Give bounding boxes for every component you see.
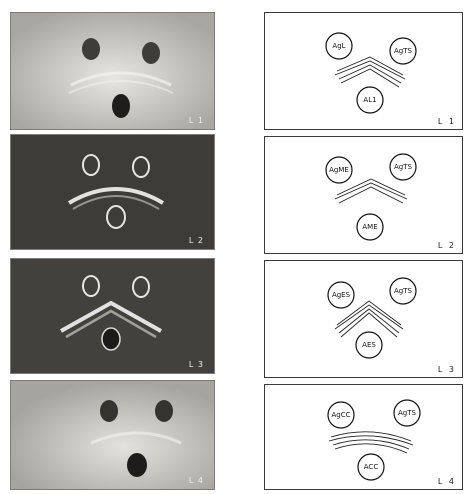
photo-image-4 [11,381,215,490]
well-label-top-left: AgME [324,166,354,175]
photo-label: L 1 [189,116,204,125]
photo-panel-2: L 2 [10,134,215,250]
photo-label: L 2 [189,236,204,245]
diagram-drawing-4 [265,385,463,490]
well-label-bottom: AME [355,223,385,232]
photo-panel-1: L 1 [10,12,215,130]
well-label-bottom: AL1 [355,96,385,105]
well-label-top-left: AgL [324,42,354,51]
well-bottom [112,94,130,118]
well-label-top-right: AgTS [388,47,418,56]
diagram-label: L 4 [438,477,456,486]
well-label-top-right: AgTS [388,287,418,296]
photo-panel-3: L 3 [10,258,215,374]
well-label-top-left: AgES [326,291,356,300]
diagram-label: L 3 [438,365,456,374]
diagram-label: L 2 [438,241,456,250]
diagram-drawing-1 [265,13,463,130]
well-label-bottom: ACC [356,463,386,472]
diagram-panel-2: AgME AgTS AME L 2 [264,136,463,254]
photo-panel-4: L 4 [10,380,215,490]
photo-image-1 [11,13,215,130]
well-top-left [100,400,118,422]
photo-image-3 [11,259,215,374]
well-label-top-right: AgTS [388,163,418,172]
well-top-right [155,400,173,422]
diagram-panel-3: AgES AgTS AES L 3 [264,260,463,378]
photo-image-2 [11,135,215,250]
diagram-label: L 1 [438,117,456,126]
photo-label: L 4 [189,476,204,485]
well-label-bottom: AES [354,341,384,350]
well-bottom [127,453,147,477]
photo-label: L 3 [189,360,204,369]
diagram-drawing-2 [265,137,463,254]
well-top-left [82,38,100,60]
well-bottom [102,328,120,350]
diagram-drawing-3 [265,261,463,378]
well-label-top-left: AgCC [326,411,356,420]
diagram-panel-4: AgCC AgTS ACC L 4 [264,384,463,490]
well-label-top-right: AgTS [392,409,422,418]
well-top-right [142,42,160,64]
diagram-panel-1: AgL AgTS AL1 L 1 [264,12,463,130]
